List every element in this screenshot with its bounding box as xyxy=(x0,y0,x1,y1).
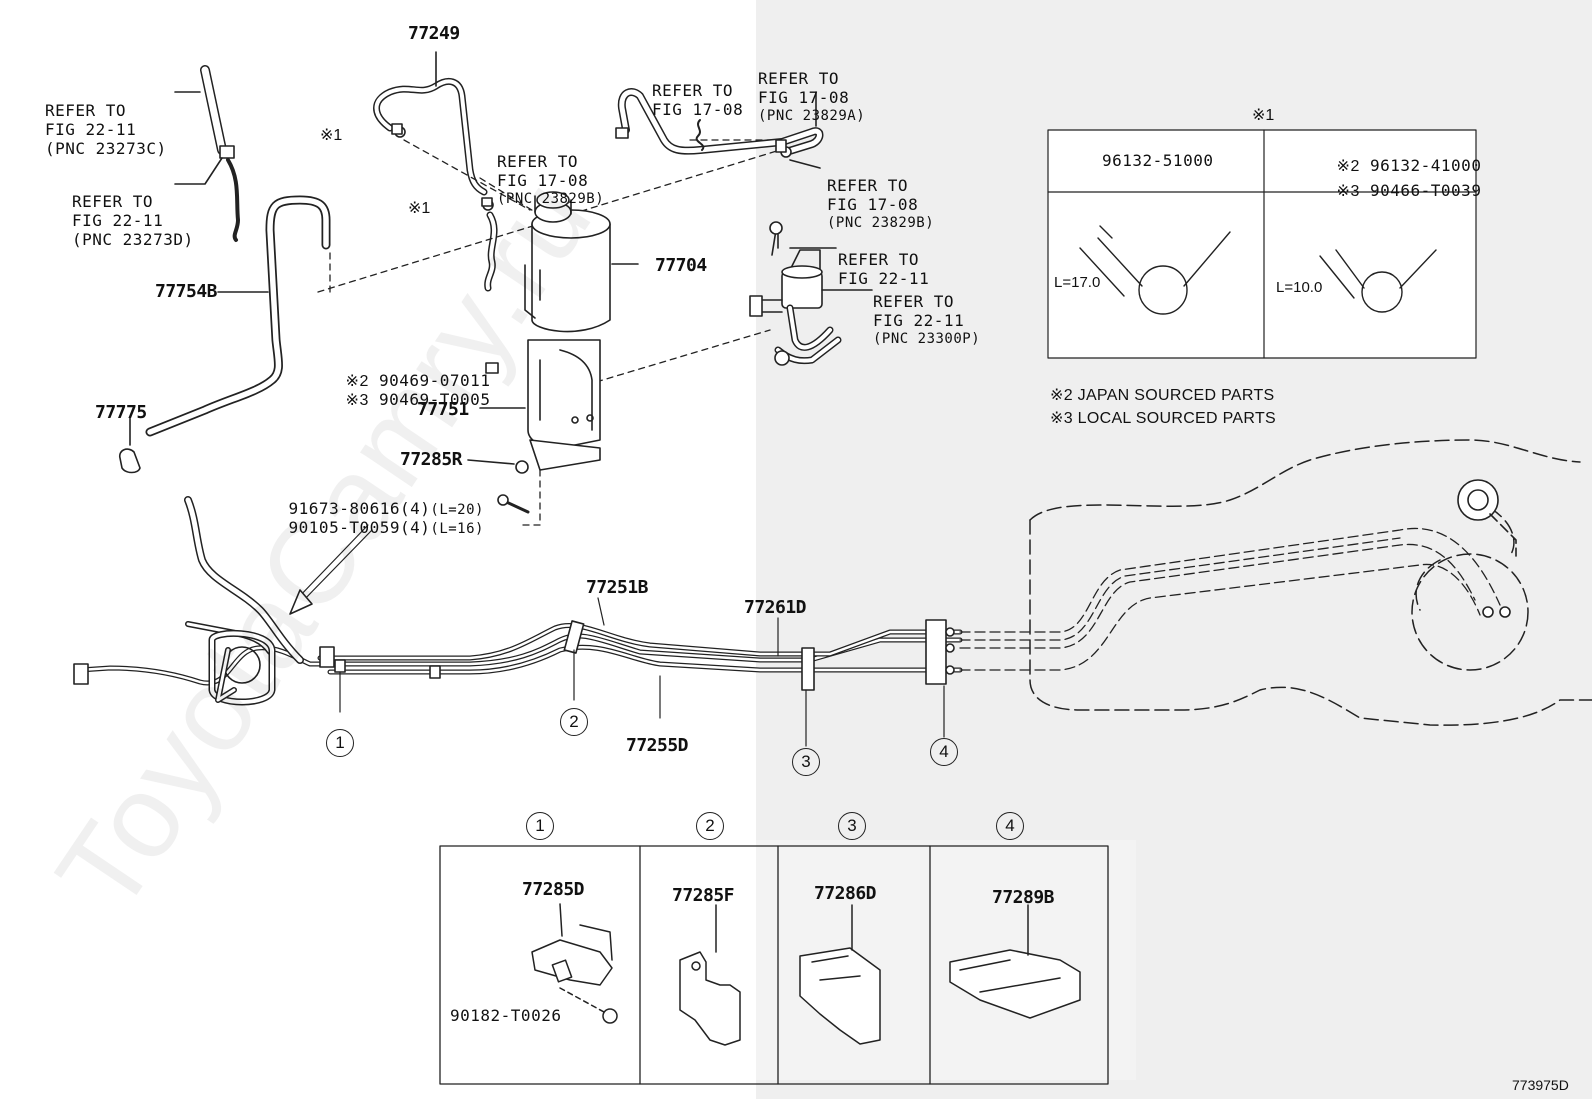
detail-clamp-77289B xyxy=(949,904,1081,1019)
part-77255D: 77255D xyxy=(626,735,689,756)
valve-assembly xyxy=(749,221,873,366)
bolt-91673 xyxy=(497,494,530,514)
detail-callout-3: 3 xyxy=(838,812,866,840)
bolt-90105: 90105-T0059(4)(L=16) xyxy=(288,518,484,537)
part-77751: 77751 xyxy=(417,399,469,420)
bolt-91673: 91673-80616(4)(L=20) xyxy=(288,499,484,518)
note-japan-sourced: ※2 JAPAN SOURCED PARTS xyxy=(1050,387,1275,404)
pointer-arrow xyxy=(289,524,373,615)
tank-lines xyxy=(959,527,1501,671)
mark-clip-lower: ※1 xyxy=(408,200,431,217)
clip-table-mark: ※1 xyxy=(1252,107,1275,124)
callout-1: 1 xyxy=(326,729,354,757)
hose-77754B xyxy=(145,195,331,437)
callout-3: 3 xyxy=(792,748,820,776)
detail-callout-1: 1 xyxy=(526,812,554,840)
callout-2: 2 xyxy=(560,708,588,736)
detail-clamp-77286D xyxy=(799,904,881,1045)
bolt-90469-jp: ※2 90469-07011 xyxy=(345,371,491,390)
detail-part-77286D: 77286D xyxy=(814,883,877,904)
pipe-upper-left-inner xyxy=(201,66,226,154)
clip-table-frame xyxy=(1047,129,1477,359)
clip-drawing-2 xyxy=(1319,249,1437,313)
clip-upper-left xyxy=(219,145,235,159)
clip-table-part-local: ※3 90466-T0039 xyxy=(1336,181,1482,200)
part-77285R: 77285R xyxy=(400,449,463,470)
clip-table-part-1: 96132-51000 xyxy=(1102,151,1214,170)
filler-loop xyxy=(208,629,276,706)
note-local-sourced: ※3 LOCAL SOURCED PARTS xyxy=(1050,410,1276,427)
clip-table-part-jp: ※2 96132-41000 xyxy=(1336,156,1482,175)
part-77251B: 77251B xyxy=(586,577,649,598)
canister-77704 xyxy=(524,191,639,333)
clip-length-2: L=10.0 xyxy=(1276,279,1323,296)
clip-length-1: L=17.0 xyxy=(1054,274,1101,291)
hose-fig17-08 xyxy=(615,88,824,169)
mark-clip-upper: ※1 xyxy=(320,127,343,144)
line-clamps xyxy=(319,619,955,691)
detail-callout-4: 4 xyxy=(996,812,1024,840)
clip-hose-77249 xyxy=(391,123,494,211)
detail-table-frame xyxy=(439,845,1109,1085)
detail-callout-2: 2 xyxy=(696,812,724,840)
detail-clamp-77285D xyxy=(531,903,618,1024)
bolt-90469 xyxy=(485,362,499,374)
part-77754B: 77754B xyxy=(155,281,218,302)
part-77261D: 77261D xyxy=(744,597,807,618)
hose-77249 xyxy=(373,51,488,196)
bolt-90469-local: ※3 90469-T0005 xyxy=(345,390,491,409)
nut-77285R xyxy=(467,459,529,474)
detail-part-77285D: 77285D xyxy=(522,879,585,900)
diagram-id: 773975D xyxy=(1512,1077,1569,1093)
bracket-77751 xyxy=(479,339,601,471)
part-77249: 77249 xyxy=(408,23,460,44)
detail-part-90182: 90182-T0026 xyxy=(450,1006,562,1025)
hose-segment-inner xyxy=(485,213,496,290)
hose-upper-left xyxy=(226,158,240,242)
leaders xyxy=(339,597,945,747)
part-77775: 77775 xyxy=(95,402,147,423)
detail-clamp-77285F xyxy=(679,904,741,1046)
part-77704: 77704 xyxy=(655,255,707,276)
callout-4: 4 xyxy=(930,738,958,766)
clip-drawing-1 xyxy=(1079,225,1231,315)
detail-part-77289B: 77289B xyxy=(992,887,1055,908)
fuel-tank-outline xyxy=(1029,439,1592,726)
detail-part-77285F: 77285F xyxy=(672,885,735,906)
clamp-77775 xyxy=(118,417,141,474)
